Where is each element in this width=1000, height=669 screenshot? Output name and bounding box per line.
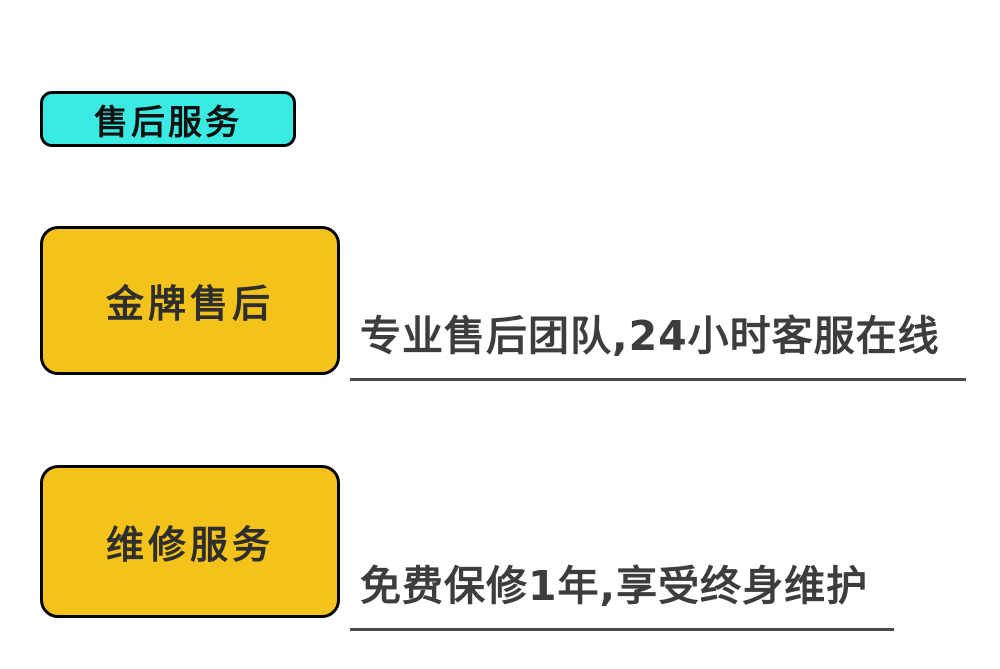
service-description-repair: 免费保修1年,享受终身维护 [350, 552, 895, 631]
service-description-gold: 专业售后团队,24小时客服在线 [350, 302, 966, 381]
service-card-gold-aftersales: 金牌售后 [40, 226, 340, 375]
section-title-badge: 售后服务 [40, 91, 296, 147]
service-card-gold-label: 金牌售后 [105, 282, 274, 326]
service-card-repair-label: 维修服务 [105, 523, 274, 567]
service-card-repair: 维修服务 [40, 465, 340, 618]
section-title-label: 售后服务 [94, 102, 242, 143]
